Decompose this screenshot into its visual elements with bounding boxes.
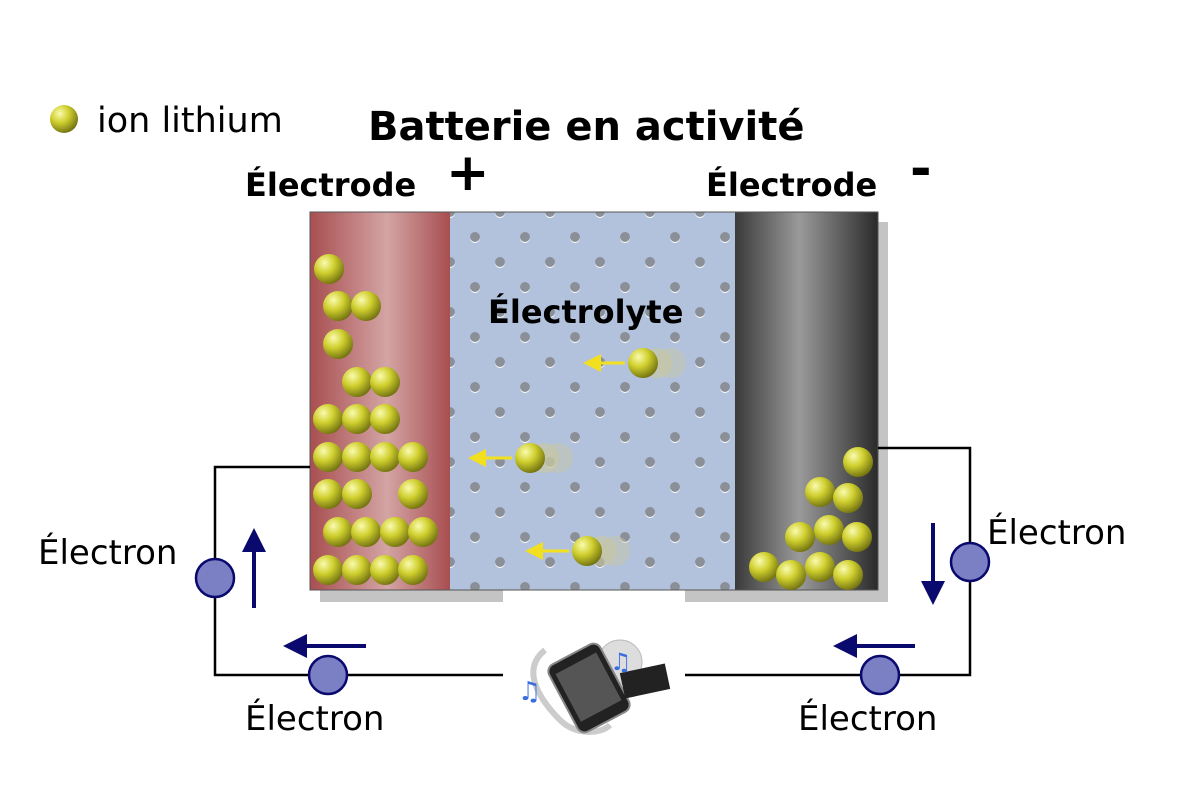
electron-label-right: Électron — [987, 512, 1126, 553]
lithium-ion — [785, 522, 815, 552]
legend-label: ion lithium — [97, 101, 283, 141]
lithium-ion — [398, 479, 428, 509]
negative-sign: - — [910, 139, 932, 199]
lithium-ion — [342, 367, 372, 397]
positive-sign: + — [446, 143, 490, 203]
lithium-ion — [323, 291, 353, 321]
ion-legend-icon — [50, 105, 78, 133]
lithium-ion — [776, 560, 806, 590]
svg-text:♫: ♫ — [518, 677, 541, 707]
lithium-ion — [370, 367, 400, 397]
lithium-ion — [370, 404, 400, 434]
lithium-ion — [805, 477, 835, 507]
electron-bottom-right — [859, 654, 901, 696]
lithium-ion — [342, 442, 372, 472]
electron-flow-arrows — [242, 523, 945, 658]
moving-ion — [515, 443, 545, 473]
lithium-ion — [814, 515, 844, 545]
lithium-ion — [370, 442, 400, 472]
electron-right — [949, 541, 991, 583]
lithium-ion — [323, 517, 353, 547]
lithium-ion — [749, 552, 779, 582]
lithium-ion — [833, 560, 863, 590]
cell-shadow-right — [878, 222, 888, 602]
lithium-ion — [380, 517, 410, 547]
diagram-title: Batterie en activité — [368, 104, 804, 150]
lithium-ion — [313, 404, 343, 434]
lithium-ion — [351, 517, 381, 547]
electron-bottom-left — [307, 654, 349, 696]
cell-shadow-bottom-right — [685, 590, 888, 602]
lithium-ion — [805, 552, 835, 582]
electrolyte-label: Électrolyte — [488, 293, 683, 331]
moving-ion — [572, 536, 602, 566]
lithium-ion — [342, 555, 372, 585]
lithium-ion — [313, 479, 343, 509]
lithium-ion — [342, 479, 372, 509]
lithium-ion — [408, 517, 438, 547]
lithium-ion — [313, 442, 343, 472]
lithium-ion — [370, 555, 400, 585]
cell-shadow-bottom-left — [320, 590, 503, 602]
lithium-ion — [323, 329, 353, 359]
lithium-ion — [842, 522, 872, 552]
positive-electrode-label: Électrode — [245, 166, 416, 204]
lithium-ion — [314, 254, 344, 284]
lithium-ion — [351, 291, 381, 321]
lithium-ion — [398, 555, 428, 585]
electrolyte — [450, 212, 735, 590]
lithium-ion — [398, 442, 428, 472]
moving-ion — [628, 348, 658, 378]
lithium-ion — [833, 483, 863, 513]
negative-electrode-label: Électrode — [706, 166, 877, 204]
electron-label-left: Électron — [38, 532, 177, 573]
lithium-ion — [843, 447, 873, 477]
svg-text:♫: ♫ — [610, 648, 632, 676]
electron-label-bottom-left: Électron — [245, 698, 384, 739]
electron-left — [194, 557, 236, 599]
lithium-ion — [313, 555, 343, 585]
lithium-ions — [313, 254, 873, 590]
moving-ions — [468, 348, 686, 566]
lithium-ion — [342, 404, 372, 434]
phone-media-device-icon: ♫ ♫ — [518, 639, 671, 735]
electron-label-bottom-right: Électron — [798, 698, 937, 739]
electrons — [194, 541, 991, 696]
